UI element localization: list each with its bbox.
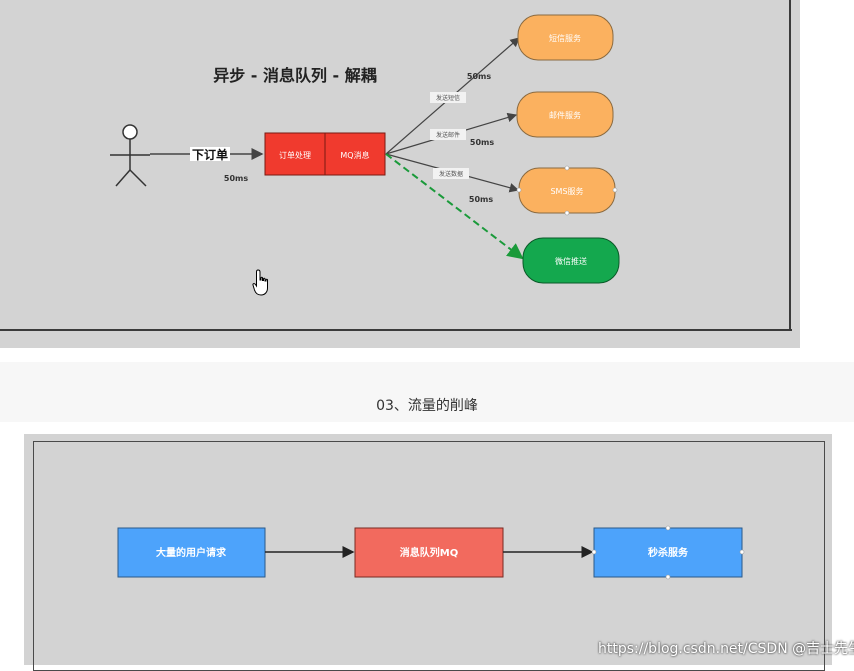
branch-latency-3: 50ms [469, 195, 493, 204]
branch-label-bg-3 [433, 168, 469, 179]
service-node-label-3: SMS服务 [550, 186, 583, 196]
mq-message-label: MQ消息 [340, 150, 369, 160]
service-node-4 [522, 237, 620, 284]
branch-label-bg-1 [430, 92, 466, 103]
user-stick-figure-icon [110, 124, 150, 187]
frame-border-bottom [0, 329, 792, 331]
service-node-2 [516, 91, 614, 138]
order-label: 下订单 [192, 147, 228, 162]
decoupling-diagram-panel: 异步 - 消息队列 - 解耦 下订单 50ms 订单处理 MQ消息 发送短信 5… [0, 0, 800, 348]
service-node-1 [517, 14, 614, 61]
section-title: 03、流量的削峰 [376, 398, 478, 414]
service-node-label-4: 微信推送 [555, 256, 587, 266]
branch-label-bg-2 [430, 129, 466, 140]
branch-arrow-4 [385, 153, 524, 260]
decoupling-diagram: 异步 - 消息队列 - 解耦 下订单 50ms 订单处理 MQ消息 发送短信 5… [110, 14, 620, 296]
branch-label-3: 发送数据 [439, 170, 463, 178]
section-band [0, 362, 854, 422]
order-processing-box [264, 132, 326, 176]
order-latency: 50ms [224, 174, 248, 183]
branch-label-1: 发送短信 [436, 94, 460, 102]
service-node-label-2: 邮件服务 [549, 110, 581, 120]
order-processing-label: 订单处理 [279, 150, 311, 160]
service-node-label-1: 短信服务 [549, 33, 581, 43]
order-label-bg [190, 147, 230, 161]
diagram-title: 异步 - 消息队列 - 解耦 [213, 66, 377, 85]
mq-message-box [324, 132, 386, 176]
frame-border-right [789, 0, 791, 331]
branch-latency-1: 50ms [467, 72, 491, 81]
selection-handles [516, 165, 618, 216]
csdn-watermark: https://blog.csdn.net/CSDN @吉士先生 [598, 641, 854, 657]
branch-latency-2: 50ms [470, 138, 494, 147]
peak-shaving-frame [33, 441, 825, 671]
hand-cursor-icon [252, 269, 268, 296]
branch-label-2: 发送邮件 [436, 131, 460, 139]
